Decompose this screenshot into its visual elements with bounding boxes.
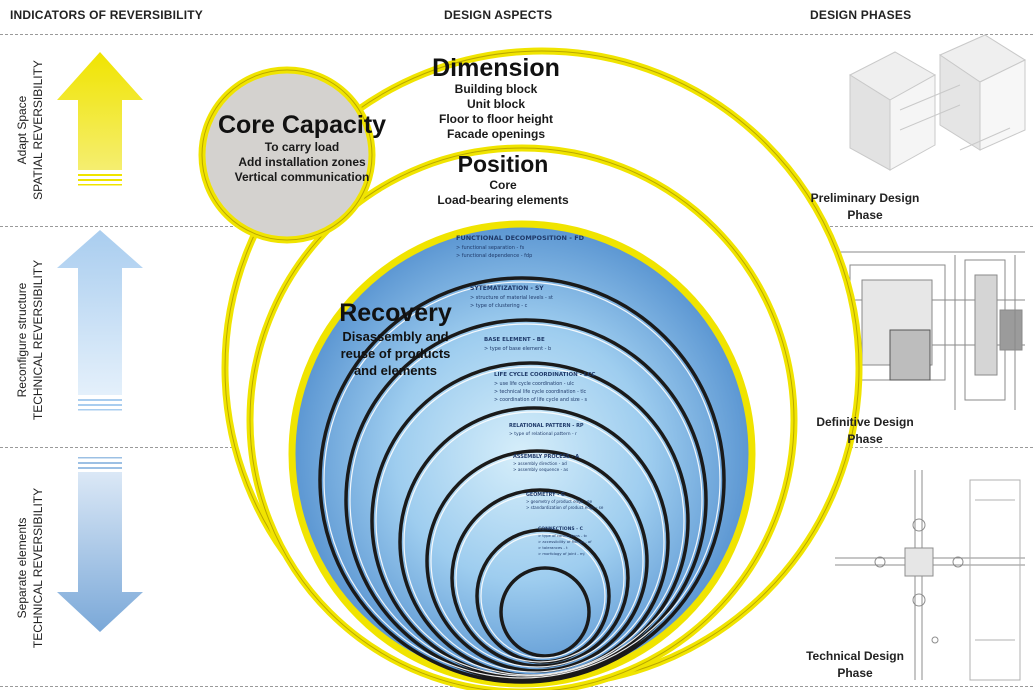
dimension-item: Unit block <box>466 97 525 111</box>
recovery-line: and elements <box>353 363 438 378</box>
ring-label-life-cycle-coordination: LIFE CYCLE COORDINATION - LCC > use life… <box>494 372 595 403</box>
svg-text:> technical life cycle coordin: > technical life cycle coordination - tl… <box>494 389 587 395</box>
svg-text:CONNECTIONS - C: CONNECTIONS - C <box>538 526 584 532</box>
technical-design-sketch <box>835 470 1025 681</box>
svg-text:GEOMETRY - G: GEOMETRY - G <box>526 492 565 498</box>
svg-text:> functional separation - fs: > functional separation - fs <box>456 245 525 251</box>
phase-preliminary: Preliminary Design Phase <box>780 190 950 224</box>
core-capacity-title: Core Capacity <box>217 111 387 139</box>
svg-text:FUNCTIONAL DECOMPOSITION - FD: FUNCTIONAL DECOMPOSITION - FD <box>456 234 585 242</box>
svg-text:RELATIONAL PATTERN - RP: RELATIONAL PATTERN - RP <box>509 423 584 429</box>
ring-label-connections: CONNECTIONS - C > type of connections - … <box>538 526 592 556</box>
svg-text:> type of connections - tc: > type of connections - tc <box>538 533 587 538</box>
position-label: Position Core Load-bearing elements <box>398 151 608 208</box>
core-capacity-item: Vertical communication <box>234 170 370 184</box>
svg-text:> accessibility of fixings - a: > accessibility of fixings - af <box>538 539 592 544</box>
svg-text:> standardization of product e: > standardization of product edge - se <box>526 505 604 510</box>
technical-reversibility-arrow-up <box>57 230 143 411</box>
svg-text:> use life cycle coordination: > use life cycle coordination - ulc <box>494 381 574 387</box>
phase-preliminary-line1: Preliminary Design <box>810 191 920 205</box>
svg-text:LIFE CYCLE COORDINATION - LCC: LIFE CYCLE COORDINATION - LCC <box>494 372 595 378</box>
position-item: Core <box>489 178 517 192</box>
svg-text:TECHNICAL REVERSIBILITY: TECHNICAL REVERSIBILITY <box>31 488 45 648</box>
svg-text:> functional dependence - fdp: > functional dependence - fdp <box>456 253 532 259</box>
header-design-phases: DESIGN PHASES <box>810 8 912 22</box>
recovery-title: Recovery <box>339 299 452 327</box>
core-capacity-label: Core Capacity To carry load Add installa… <box>192 110 412 185</box>
dimension-label: Dimension Building block Unit block Floo… <box>396 54 596 142</box>
definitive-design-sketch <box>835 251 1025 410</box>
ring-label-sytematization: SYTEMATIZATION - SY > structure of mater… <box>470 285 553 309</box>
core-capacity-item: Add installation zones <box>238 155 366 169</box>
ring-label-functional-decomposition: FUNCTIONAL DECOMPOSITION - FD > function… <box>456 234 585 259</box>
phase-technical-line2: Phase <box>837 666 873 680</box>
svg-text:ASSEMBLY PROCESS - A: ASSEMBLY PROCESS - A <box>513 454 579 460</box>
phase-preliminary-line2: Phase <box>847 208 883 222</box>
svg-text:> assembly sequence - as: > assembly sequence - as <box>513 467 568 472</box>
dimension-item: Building block <box>454 82 538 96</box>
svg-text:Reconfigure structure: Reconfigure structure <box>15 282 29 397</box>
core-capacity-item: To carry load <box>264 140 340 154</box>
ring-label-assembly-process: ASSEMBLY PROCESS - A > assembly directio… <box>513 454 579 472</box>
svg-text:Adapt Space: Adapt Space <box>15 95 29 164</box>
svg-text:> morfology of joint - mj: > morfology of joint - mj <box>538 551 585 556</box>
separator-line <box>0 34 1033 35</box>
indicator-label-separate: Separate elements TECHNICAL REVERSIBILIT… <box>15 488 45 648</box>
dimension-item: Facade openings <box>446 127 546 141</box>
dimension-item: Floor to floor height <box>439 112 553 126</box>
ring-label-base-element: BASE ELEMENT - BE > type of base element… <box>484 337 551 352</box>
ring-label-geometry: GEOMETRY - G > geometry of product edge … <box>526 492 604 510</box>
spatial-reversibility-arrow <box>57 52 143 186</box>
recovery-line: Disassembly and <box>342 329 449 344</box>
aspect-rings <box>318 276 726 684</box>
svg-text:> type of base element - b: > type of base element - b <box>484 346 551 352</box>
svg-text:> structure of material levels: > structure of material levels - st <box>470 295 553 301</box>
phase-technical-line1: Technical Design <box>806 649 904 663</box>
position-title: Position <box>457 151 549 177</box>
recovery-label: Recovery Disassembly and reuse of produc… <box>318 298 473 379</box>
phase-definitive: Definitive Design Phase <box>780 414 950 448</box>
header-indicators: INDICATORS OF REVERSIBILITY <box>10 8 203 22</box>
indicator-label-reconfigure: Reconfigure structure TECHNICAL REVERSIB… <box>15 260 45 420</box>
svg-text:> tolerances - t: > tolerances - t <box>538 545 568 550</box>
svg-text:> coordination of life cycle a: > coordination of life cycle and size - … <box>494 397 588 403</box>
indicator-label-spatial: Adapt Space SPATIAL REVERSIBILITY <box>15 60 45 200</box>
svg-text:> type of relational pattern -: > type of relational pattern - r <box>509 431 577 437</box>
svg-text:> geometry of product edge - g: > geometry of product edge - ge <box>526 499 593 504</box>
phase-technical: Technical Design Phase <box>770 648 940 682</box>
svg-text:> type of clustering - c: > type of clustering - c <box>470 303 528 309</box>
ring-label-relational-pattern: RELATIONAL PATTERN - RP > type of relati… <box>509 423 584 437</box>
technical-reversibility-arrow-down <box>57 457 143 632</box>
header-design-aspects: DESIGN ASPECTS <box>444 8 553 22</box>
svg-text:Separate elements: Separate elements <box>15 518 29 619</box>
svg-text:SYTEMATIZATION - SY: SYTEMATIZATION - SY <box>470 285 544 292</box>
svg-text:SPATIAL REVERSIBILITY: SPATIAL REVERSIBILITY <box>31 60 45 200</box>
ring-labels: FUNCTIONAL DECOMPOSITION - FD > function… <box>456 234 604 556</box>
svg-text:BASE ELEMENT - BE: BASE ELEMENT - BE <box>484 337 545 343</box>
dimension-title: Dimension <box>432 54 560 82</box>
phase-definitive-line1: Definitive Design <box>816 415 914 429</box>
preliminary-design-sketch <box>848 34 1027 171</box>
position-item: Load-bearing elements <box>437 193 569 207</box>
svg-text:TECHNICAL REVERSIBILITY: TECHNICAL REVERSIBILITY <box>31 260 45 420</box>
phase-definitive-line2: Phase <box>847 432 883 446</box>
svg-text:> assembly direction - ad: > assembly direction - ad <box>513 461 567 466</box>
recovery-line: reuse of products <box>340 346 451 361</box>
